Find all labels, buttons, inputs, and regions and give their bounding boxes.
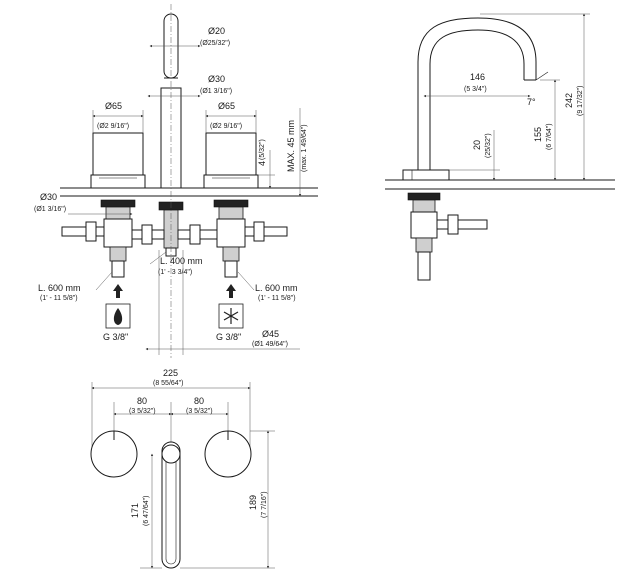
label-body-diameter: Ø30 xyxy=(208,74,225,84)
label-max-deck-inch: (max. 1 49/64") xyxy=(301,124,308,172)
leader-right-hose xyxy=(237,271,255,291)
label-side-base-height: 20 xyxy=(472,140,482,150)
side-hose xyxy=(417,251,431,281)
front-left-connector-nut xyxy=(141,224,153,245)
front-right-side-nut xyxy=(253,221,265,242)
front-right-valve-lower xyxy=(222,246,240,262)
front-left-valve-lower xyxy=(109,246,127,262)
front-left-nut xyxy=(100,199,136,208)
label-total-height: 242 xyxy=(564,93,574,108)
label-left-handle-diameter: Ø65 xyxy=(105,101,122,111)
side-right-pipe xyxy=(436,219,488,230)
label-left-spacing-inch: (3 5/32") xyxy=(129,408,156,415)
top-view: 225 (8 55/64") 80 (3 5/32") 80 (3 5/32")… xyxy=(90,368,275,569)
label-right-spacing-inch: (3 5/32") xyxy=(186,408,213,415)
hot-arrow-icon xyxy=(113,284,123,298)
label-right-hose-length: L. 600 mm xyxy=(255,283,298,293)
front-left-handle xyxy=(92,132,144,176)
label-hole-diameter: Ø45 xyxy=(262,329,279,339)
label-reach-inch: (5 3/4") xyxy=(464,86,487,93)
front-right-handle xyxy=(205,132,257,176)
side-right-nut xyxy=(447,214,459,235)
label-spout-diameter-inch: (Ø25/32") xyxy=(200,40,230,47)
label-angle: 7° xyxy=(527,97,536,107)
flame-icon xyxy=(113,308,123,325)
side-valve-top xyxy=(412,199,436,213)
label-left-spacing: 80 xyxy=(137,396,147,406)
label-center-hose-length: L. 400 mm xyxy=(160,256,203,266)
label-left-handle-diameter-inch: (Ø2 9/16") xyxy=(97,123,129,130)
label-hot-connection: G 3/8" xyxy=(103,332,128,342)
label-total-width: 225 xyxy=(163,368,178,378)
front-left-side-pipe xyxy=(61,226,105,237)
front-right-connector-nut xyxy=(189,224,201,245)
front-left-hose xyxy=(111,260,125,278)
label-outlet-height: 155 xyxy=(533,127,543,142)
label-spout-diameter: Ø20 xyxy=(208,26,225,36)
label-right-hose-length-inch: (1' - 11 5/8") xyxy=(258,295,296,302)
front-left-handle-base xyxy=(90,174,146,189)
top-spout-outer xyxy=(161,441,181,569)
label-hole-diameter-inch: (Ø1 49/64") xyxy=(252,341,288,348)
cold-arrow-icon xyxy=(226,284,236,298)
label-base-height-inch: (5/32") xyxy=(259,139,266,160)
side-nut xyxy=(407,192,441,201)
label-right-handle-diameter-inch: (Ø2 9/16") xyxy=(210,123,242,130)
label-base-height: 4 xyxy=(257,161,267,166)
label-max-deck: MAX. 45 mm xyxy=(286,120,296,172)
front-right-side-pipe xyxy=(244,226,288,237)
side-spout-angle-line xyxy=(535,71,549,81)
top-spout-base xyxy=(161,444,181,464)
label-spout-depth: 171 xyxy=(130,503,140,518)
front-right-nut xyxy=(213,199,249,208)
side-base xyxy=(402,169,450,181)
front-left-valve-top xyxy=(105,206,131,220)
label-reach: 146 xyxy=(470,72,485,82)
label-cold-connection: G 3/8" xyxy=(216,332,241,342)
leader-center-hose xyxy=(149,251,167,265)
label-body-diameter-inch: (Ø1 3/16") xyxy=(200,88,232,95)
label-center-hose-length-inch: (1' - 3 3/4") xyxy=(158,269,192,276)
front-view: Ø20 (Ø25/32") Ø30 (Ø1 3/16") Ø65 (Ø2 9/1… xyxy=(34,4,318,358)
label-left-hose-length-inch: (1' - 11 5/8") xyxy=(40,295,78,302)
label-right-spacing: 80 xyxy=(194,396,204,406)
side-valve-body xyxy=(410,211,438,239)
label-total-width-inch: (8 55/64") xyxy=(153,380,184,387)
side-view: 146 (5 3/4") 7° 20 (25/32") 155 (6 7/64"… xyxy=(385,13,615,281)
label-left-shank-diameter: Ø30 xyxy=(40,192,57,202)
side-spout-inner xyxy=(429,29,525,170)
label-handle-depth-inch: (7 7/16") xyxy=(261,491,268,518)
label-handle-depth: 189 xyxy=(248,495,258,510)
front-right-valve-body xyxy=(216,218,246,248)
label-total-height-inch: (9 17/32") xyxy=(577,85,584,116)
label-left-hose-length: L. 600 mm xyxy=(38,283,81,293)
front-left-side-nut xyxy=(85,221,97,242)
label-outlet-height-inch: (6 7/64") xyxy=(546,123,553,150)
label-side-base-height-inch: (25/32") xyxy=(485,133,492,158)
front-left-valve-body xyxy=(103,218,133,248)
side-valve-lower xyxy=(415,237,433,253)
snowflake-icon xyxy=(223,308,239,324)
label-spout-depth-inch: (6 47/64") xyxy=(143,495,150,526)
label-left-shank-diameter-inch: (Ø1 3/16") xyxy=(34,206,66,213)
front-right-hose xyxy=(224,260,238,278)
label-right-handle-diameter: Ø65 xyxy=(218,101,235,111)
front-right-handle-base xyxy=(203,174,259,189)
front-right-valve-top xyxy=(218,206,244,220)
side-spout-outer xyxy=(417,17,537,170)
leader-left-hose xyxy=(95,271,113,291)
